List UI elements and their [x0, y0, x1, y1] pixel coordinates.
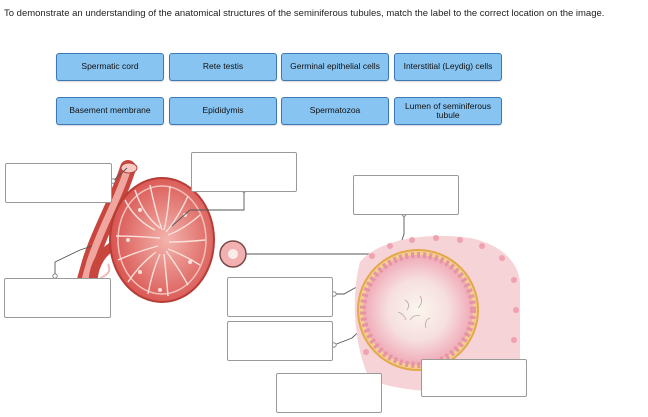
label-chip-spermatic-cord[interactable]: Spermatic cord: [56, 53, 164, 81]
drop-target-3[interactable]: [353, 175, 459, 215]
seminiferous-tubule-graphic: [354, 235, 520, 392]
label-chip-epididymis[interactable]: Epididymis: [169, 97, 277, 125]
label-chip-spermatozoa[interactable]: Spermatozoa: [281, 97, 389, 125]
drop-target-6[interactable]: [227, 321, 333, 361]
drop-target-5[interactable]: [227, 277, 333, 317]
drop-target-7[interactable]: [421, 359, 527, 397]
label-chip-lumen[interactable]: Lumen of seminiferous tubule: [394, 97, 502, 125]
testis-graphic: [109, 177, 215, 303]
drop-target-8[interactable]: [276, 373, 382, 413]
label-chip-basement-membrane[interactable]: Basement membrane: [56, 97, 164, 125]
label-chip-germinal-epithelial-cells[interactable]: Germinal epithelial cells: [281, 53, 389, 81]
instruction-text: To demonstrate an understanding of the a…: [4, 8, 605, 19]
magnified-tubule-thumbnail: [219, 240, 247, 268]
label-chip-rete-testis[interactable]: Rete testis: [169, 53, 277, 81]
drop-target-2[interactable]: [5, 163, 112, 203]
drop-target-4[interactable]: [4, 278, 111, 318]
drop-target-1[interactable]: [191, 152, 297, 192]
label-chip-interstitial-cells[interactable]: Interstitial (Leydig) cells: [394, 53, 502, 81]
